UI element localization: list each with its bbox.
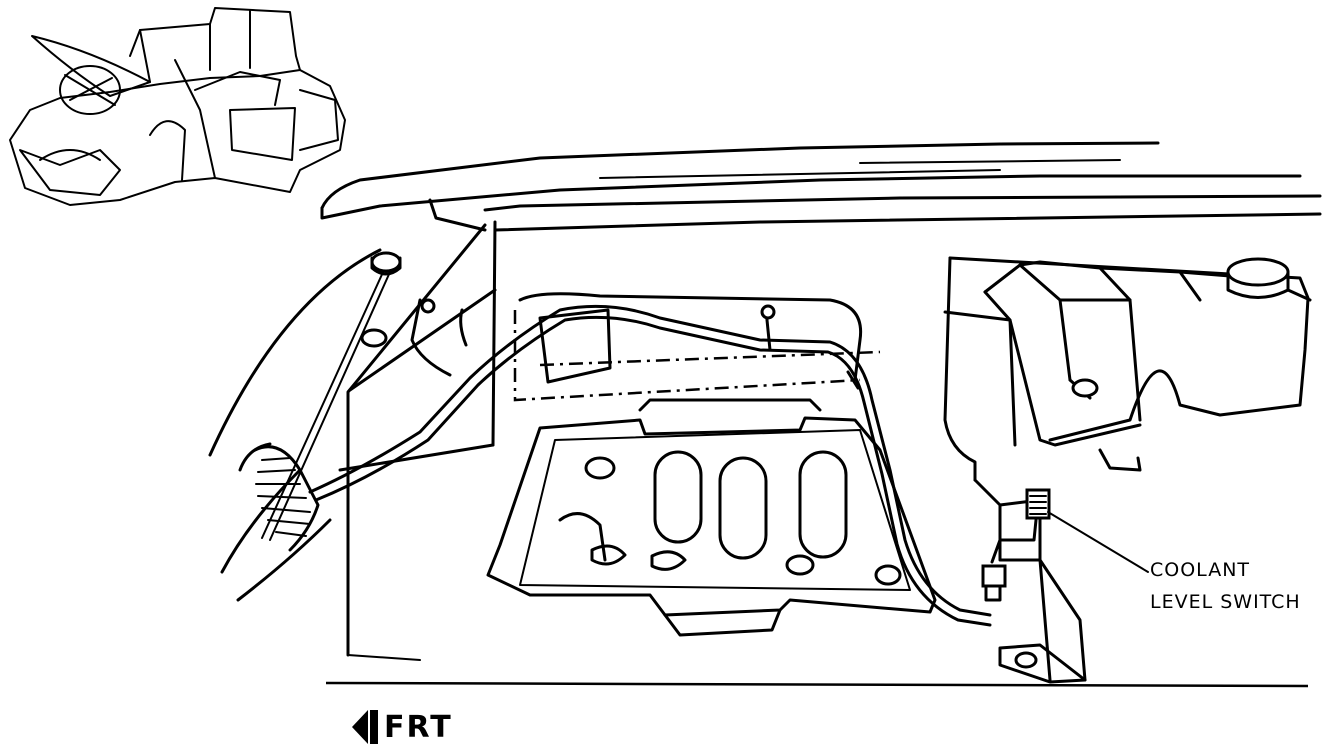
vehicle-locator-inset: [9, 7, 346, 206]
front-arrow-icon: [352, 710, 368, 744]
coolant-level-switch-label: COOLANT LEVEL SWITCH: [1150, 554, 1301, 618]
coolant-reservoir: [943, 256, 1312, 684]
front-label: FRT: [384, 709, 453, 745]
coolant-level-switch: [981, 488, 1149, 602]
ground-line: [325, 681, 1309, 688]
callout-line-2: LEVEL SWITCH: [1150, 591, 1301, 613]
fender-edge: [320, 141, 1322, 232]
front-direction-indicator: FRT: [352, 708, 453, 746]
battery-tray: [486, 416, 937, 637]
front-arrow-tail: [370, 710, 378, 744]
strut-tower: [208, 220, 497, 661]
wiring-harness: [238, 298, 992, 627]
callout-line-1: COOLANT: [1150, 559, 1251, 581]
switch-leader-line: [1047, 511, 1149, 573]
